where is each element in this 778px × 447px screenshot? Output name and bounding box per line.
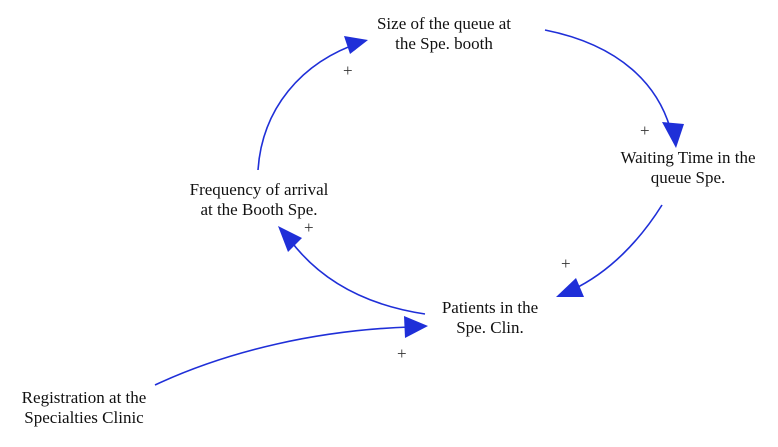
node-frequency-line2: at the Booth Spe. — [200, 200, 318, 219]
polarity-queue-size-to-waiting-time: + — [640, 121, 650, 140]
link-frequency-to-queue-size — [257, 39, 364, 171]
arrowhead-frequency-to-queue-size — [344, 36, 368, 54]
node-patients-line1: Patients in the — [441, 298, 539, 317]
node-registration-line2: Specialties Clinic — [24, 408, 144, 427]
arrowhead-waiting-time-to-patients — [556, 278, 584, 297]
node-queue-size-line1: Size of the queue at — [376, 14, 512, 33]
node-waiting-time-line2: queue Spe. — [650, 168, 726, 187]
polarity-waiting-time-to-patients: + — [561, 254, 571, 273]
link-waiting-time-to-patients — [571, 204, 663, 291]
node-queue-size-line2: the Spe. booth — [395, 34, 493, 53]
node-registration: Registration at the Specialties Clinic — [22, 388, 147, 428]
polarity-patients-to-frequency: + — [304, 218, 314, 237]
polarity-registration-to-patients: + — [397, 344, 407, 363]
node-frequency-line1: Frequency of arrival — [189, 180, 329, 199]
node-waiting-time-line1: Waiting Time in the — [620, 148, 756, 167]
arrowhead-registration-to-patients — [404, 316, 428, 338]
polarity-frequency-to-queue-size: + — [343, 61, 353, 80]
arrowhead-queue-size-to-waiting-time — [662, 122, 684, 148]
node-frequency: Frequency of arrival at the Booth Spe. — [190, 180, 329, 220]
link-queue-size-to-waiting-time — [544, 29, 673, 136]
arrowhead-patients-to-frequency — [278, 226, 302, 252]
link-registration-to-patients — [154, 326, 411, 386]
link-patients-to-frequency — [289, 239, 426, 315]
node-registration-line1: Registration at the — [21, 388, 147, 407]
node-waiting-time: Waiting Time in the queue Spe. — [620, 148, 755, 188]
node-patients: Patients in the Spe. Clin. — [442, 298, 538, 338]
node-queue-size: Size of the queue at the Spe. booth — [377, 14, 511, 54]
node-patients-line2: Spe. Clin. — [456, 318, 524, 337]
